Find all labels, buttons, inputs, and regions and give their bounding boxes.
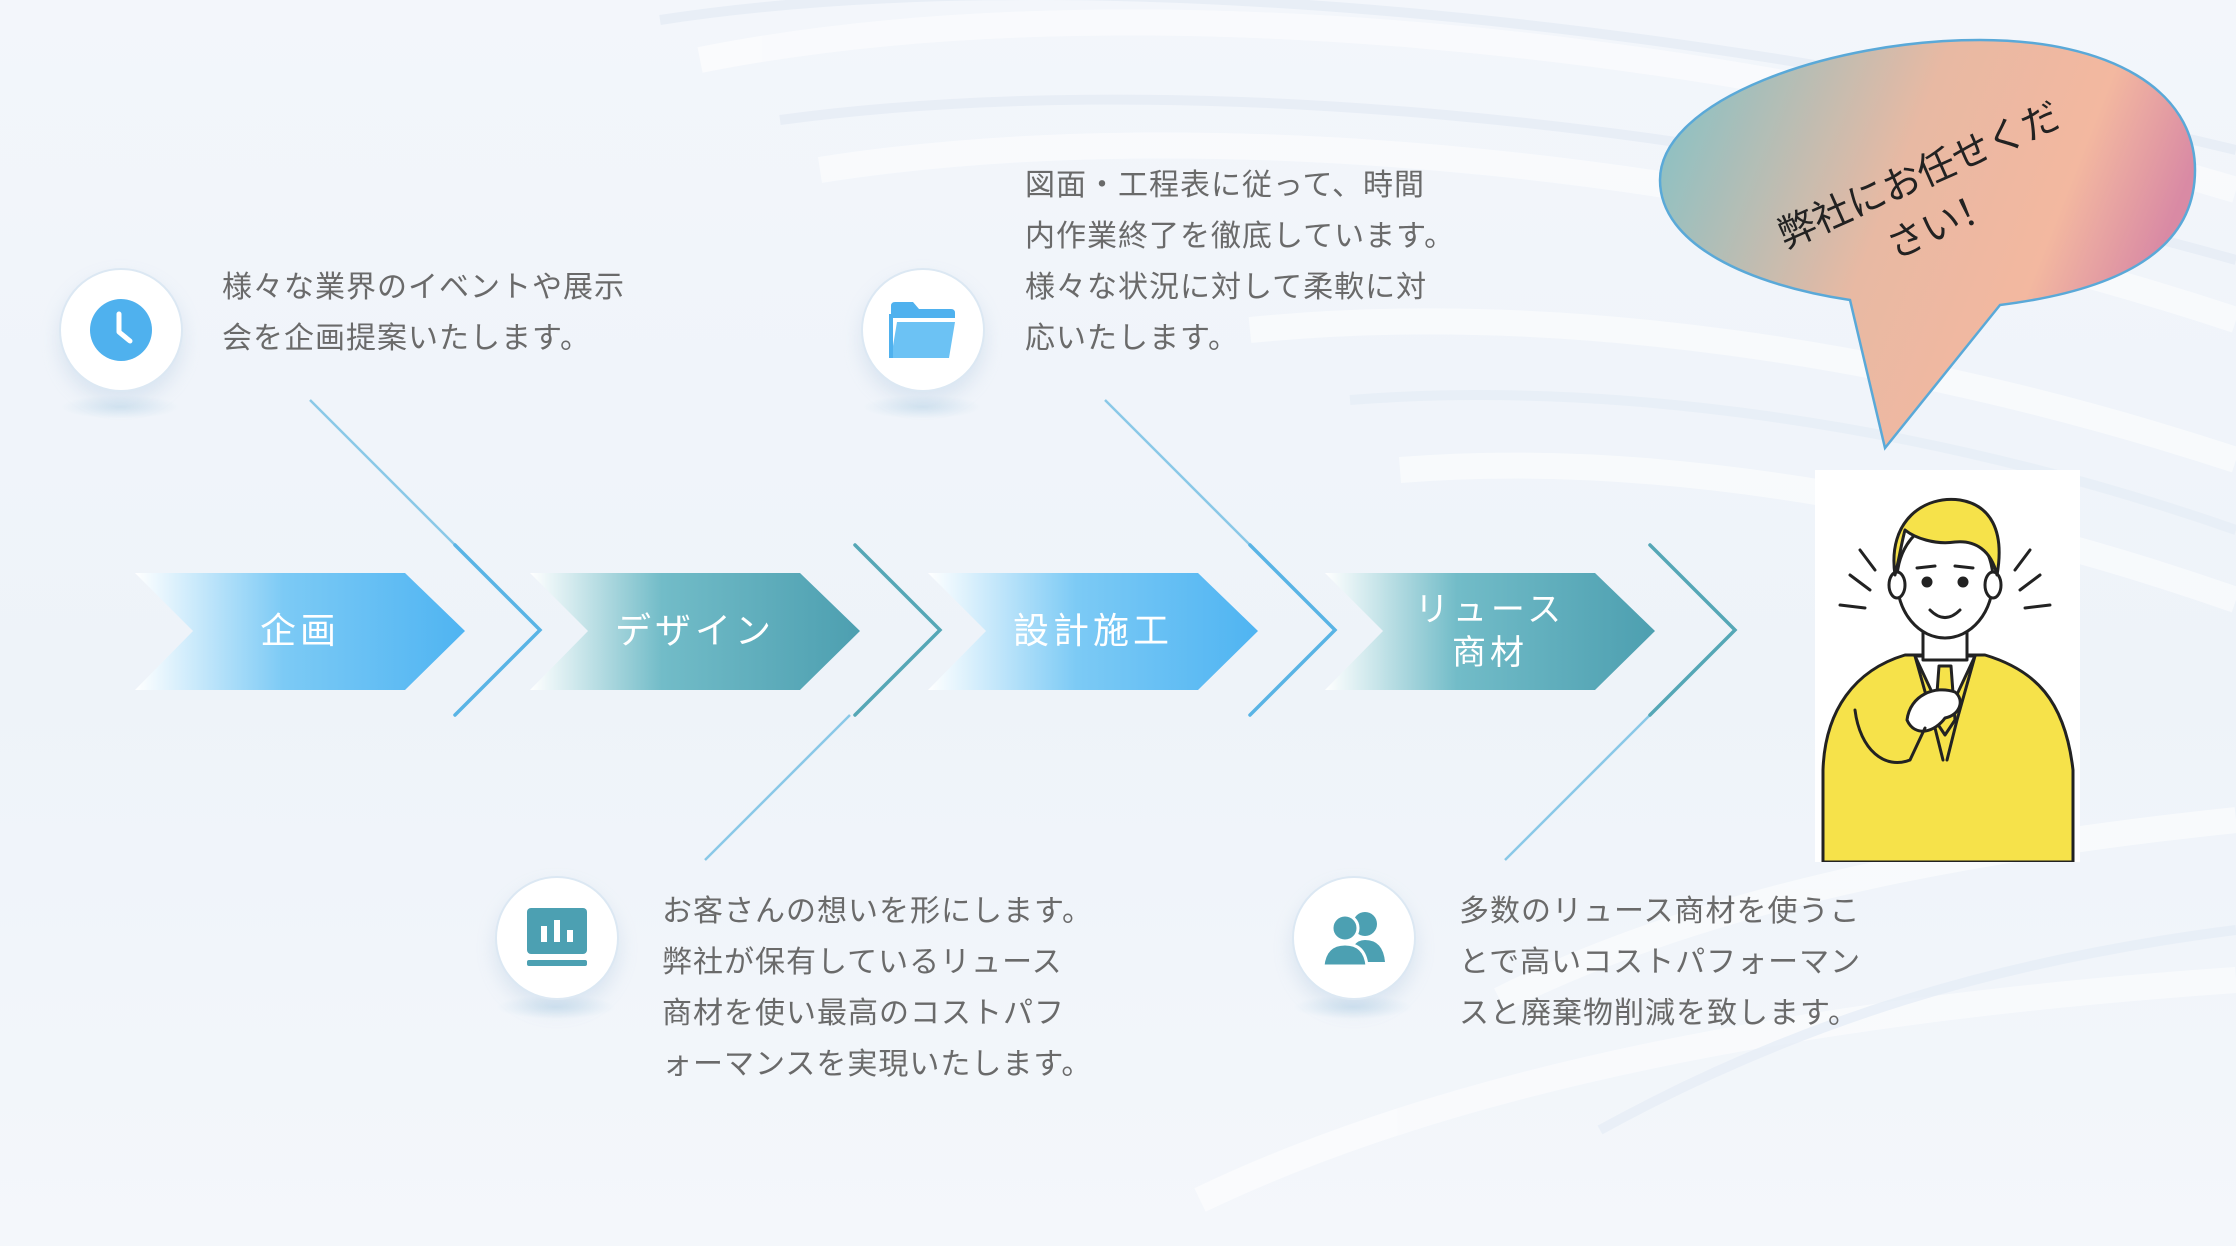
- step-label-construction: 設計施工: [1012, 611, 1173, 652]
- chevron-4: [1648, 543, 1738, 717]
- chevron-3: [1248, 543, 1338, 717]
- description-planning: 様々な業界のイベントや展示 会を企画提案いたします。: [222, 270, 625, 356]
- step-reuse: リュース 商材: [1325, 573, 1655, 690]
- businessman-icon: [1821, 497, 2075, 864]
- chart-icon-circle: [495, 876, 619, 1000]
- connector-line-design: [704, 714, 851, 861]
- step-arrow-shape: [530, 573, 860, 690]
- clock-icon-circle: [59, 268, 183, 392]
- folder-icon-circle: [861, 268, 985, 392]
- step-label-design: デザイン: [614, 611, 775, 652]
- person-illustration: [1815, 470, 2080, 864]
- chart-icon: [527, 908, 587, 966]
- connector-line-planning: [309, 399, 456, 546]
- chevron-1: [453, 543, 543, 717]
- step-arrow-shape: [135, 573, 465, 690]
- folder-icon: [889, 302, 955, 358]
- step-label-reuse: リュース 商材: [1414, 590, 1566, 673]
- connector-line-reuse: [1504, 714, 1651, 861]
- speech-bubble: [1658, 38, 2197, 451]
- users-icon-circle: [1292, 876, 1416, 1000]
- users-icon: [1321, 912, 1385, 968]
- chevron-2: [853, 543, 943, 717]
- icon-shadow: [862, 395, 982, 419]
- icon-shadow: [60, 395, 180, 419]
- step-arrow-shape: [1325, 573, 1655, 690]
- step-design: デザイン: [530, 573, 860, 690]
- step-arrow-shape: [928, 573, 1258, 690]
- description-construction: 図面・工程表に従って、時間 内作業終了を徹底しています。 様々な状況に対して柔軟…: [1025, 168, 1456, 356]
- description-design: お客さんの想いを形にします。 弊社が保有しているリュース 商材を使い最高のコスト…: [662, 894, 1093, 1082]
- connector-line-construction: [1104, 399, 1251, 546]
- step-label-planning: 企画: [259, 611, 340, 652]
- clock-icon: [90, 299, 152, 361]
- description-reuse: 多数のリュース商材を使うこ とで高いコストパフォーマン スと廃棄物削減を致します…: [1459, 894, 1862, 1031]
- step-construction: 設計施工: [928, 573, 1258, 690]
- step-planning: 企画: [135, 573, 465, 690]
